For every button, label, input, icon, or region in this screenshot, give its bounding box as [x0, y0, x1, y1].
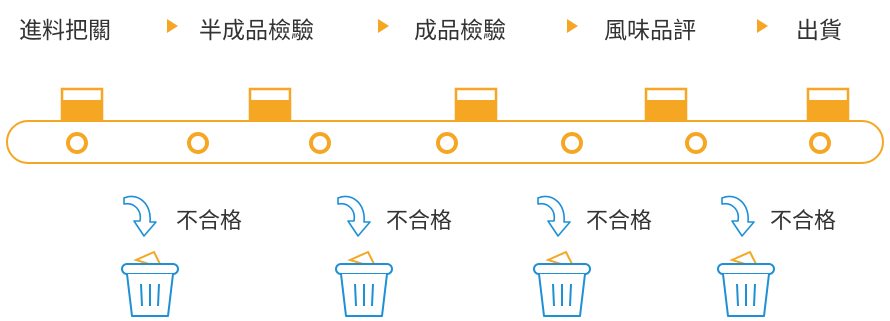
roller-circle-icon	[685, 132, 707, 154]
reject-label: 不合格	[586, 209, 653, 234]
roller-circle-icon	[187, 132, 209, 154]
product-box-icon	[806, 87, 850, 122]
rollers	[66, 132, 831, 154]
reject-label: 不合格	[770, 209, 837, 234]
product-boxes	[60, 87, 850, 122]
reject-unit-3	[533, 195, 591, 317]
trash-bin-icon	[533, 251, 591, 317]
product-box-icon	[248, 87, 292, 122]
triangle-right-icon	[567, 19, 578, 33]
step-shipping: 出貨	[796, 18, 842, 44]
roller-circle-icon	[561, 132, 583, 154]
reject-unit-1	[121, 195, 179, 317]
trash-bin-icon	[335, 251, 393, 317]
product-box-icon	[454, 87, 498, 122]
step-finished-inspection: 成品檢驗	[414, 18, 506, 44]
roller-circle-icon	[436, 132, 458, 154]
step-incoming-inspection: 進料把關	[19, 18, 111, 44]
curved-down-arrow-icon	[123, 195, 157, 237]
curved-down-arrow-icon	[537, 195, 571, 237]
triangle-right-icon	[167, 19, 178, 33]
reject-label: 不合格	[176, 209, 243, 234]
roller-circle-icon	[66, 132, 88, 154]
step-flavor-tasting: 風味品評	[604, 18, 696, 44]
reject-unit-4	[717, 195, 775, 317]
step-semi-finished-inspection: 半成品檢驗	[199, 18, 314, 44]
triangle-right-icon	[378, 19, 389, 33]
reject-label: 不合格	[386, 209, 453, 234]
product-box-icon	[644, 87, 688, 122]
reject-unit-2	[335, 195, 393, 317]
process-steps: 進料把關 半成品檢驗 成品檢驗 風味品評 出貨	[0, 0, 890, 50]
curved-down-arrow-icon	[721, 195, 755, 237]
trash-bin-icon	[717, 251, 775, 317]
product-box-icon	[60, 87, 104, 122]
triangle-right-icon	[757, 19, 768, 33]
roller-circle-icon	[809, 132, 831, 154]
curved-down-arrow-icon	[337, 195, 371, 237]
roller-circle-icon	[309, 132, 331, 154]
trash-bin-icon	[121, 251, 179, 317]
